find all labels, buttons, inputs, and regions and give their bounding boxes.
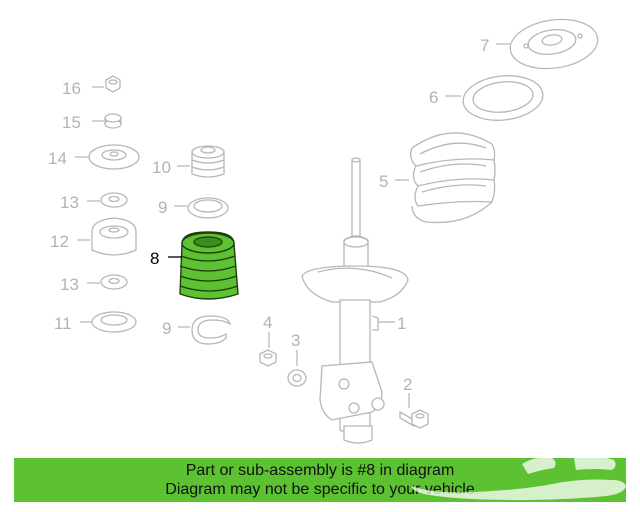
part-14-mount xyxy=(88,144,140,170)
part-8-dust-boot xyxy=(179,231,239,300)
banner-line-1: Part or sub-assembly is #8 in diagram xyxy=(185,462,455,479)
part-7-top-mount xyxy=(509,18,599,70)
callout-8: 8 xyxy=(150,249,159,268)
callout-14: 14 xyxy=(48,149,67,168)
part-16-nut xyxy=(105,75,121,93)
info-banner: Part or sub-assembly is #8 in diagram Di… xyxy=(14,458,626,502)
banner-line-2: Diagram may not be specific to your vehi… xyxy=(165,481,475,498)
callout-1: 1 xyxy=(397,314,406,333)
leader-lines xyxy=(75,43,510,408)
part-1-strut xyxy=(301,157,409,444)
callout-15: 15 xyxy=(62,113,81,132)
part-5-coil-spring xyxy=(410,132,496,224)
callout-10: 10 xyxy=(152,158,171,177)
callout-13-lower: 13 xyxy=(60,275,79,294)
part-13-washer-upper xyxy=(100,192,128,208)
part-6-spring-seat xyxy=(462,75,544,121)
callout-6: 6 xyxy=(429,88,438,107)
part-11-seat xyxy=(91,311,137,333)
part-13-washer-lower xyxy=(100,274,128,290)
part-2-bolt xyxy=(399,409,429,429)
part-12-mount xyxy=(91,217,137,256)
callout-11: 11 xyxy=(54,314,72,333)
part-9-clip-lower xyxy=(191,315,232,345)
part-10-bumpstop xyxy=(191,145,225,178)
callout-7: 7 xyxy=(480,36,489,55)
part-4-nut xyxy=(259,349,277,367)
callout-9-lower: 9 xyxy=(162,319,171,338)
callout-13-upper: 13 xyxy=(60,193,79,212)
callout-3: 3 xyxy=(291,331,300,350)
part-15-bushing xyxy=(104,113,122,129)
callout-4: 4 xyxy=(263,313,272,332)
callout-5: 5 xyxy=(379,172,388,191)
callout-12: 12 xyxy=(50,232,69,251)
part-3-washer xyxy=(287,369,307,387)
callout-2: 2 xyxy=(403,375,412,394)
callout-16: 16 xyxy=(62,79,81,98)
callout-9-upper: 9 xyxy=(158,198,167,217)
part-9-ring-upper xyxy=(187,197,229,219)
